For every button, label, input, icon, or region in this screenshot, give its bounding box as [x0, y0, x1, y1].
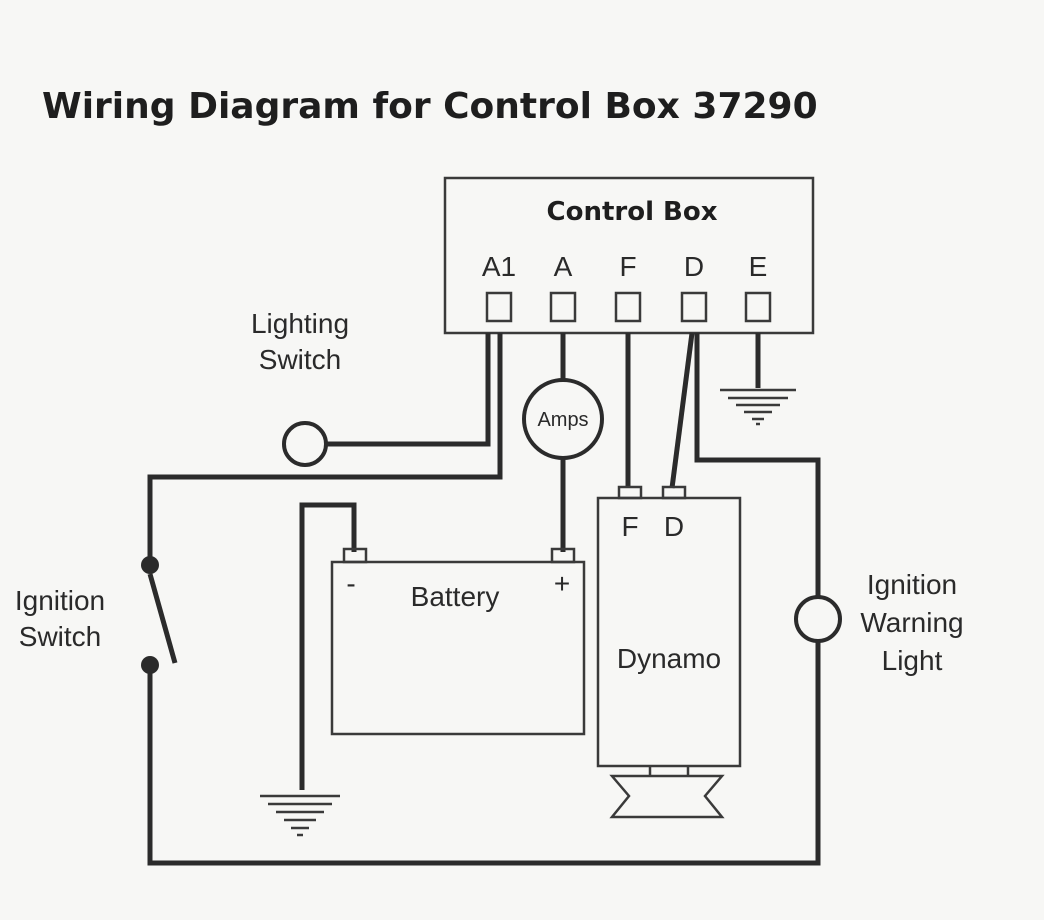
terminal-label-d: D — [684, 251, 704, 282]
wire-a1-ignition — [147, 333, 503, 562]
ignition-switch-icon — [141, 556, 178, 674]
wire-battery-ground — [299, 502, 357, 790]
wire-d-warning-light — [694, 333, 821, 596]
warning-light-label-line2: Warning — [860, 607, 963, 638]
dynamo-d-terminal — [661, 485, 687, 500]
terminal-d — [680, 291, 708, 323]
battery-negative-terminal — [342, 547, 368, 564]
battery-positive-label: + — [554, 568, 570, 599]
terminal-f — [614, 291, 642, 323]
terminal-label-a1: A1 — [482, 251, 516, 282]
battery-label: Battery — [411, 581, 500, 612]
terminal-a — [549, 291, 577, 323]
lighting-switch-icon — [282, 421, 328, 467]
lighting-switch-label-line1: Lighting — [251, 308, 349, 339]
ignition-switch-label-line1: Ignition — [15, 585, 105, 616]
diagram-title: Wiring Diagram for Control Box 37290 — [42, 86, 818, 127]
ammeter-label: Amps — [537, 409, 588, 431]
wiring — [147, 332, 821, 866]
battery-negative-label: - — [346, 568, 355, 599]
wire-a1-lighting — [326, 333, 491, 447]
terminal-label-f: F — [619, 251, 636, 282]
control-box-title: Control Box — [547, 197, 718, 227]
dynamo-label: Dynamo — [617, 643, 721, 674]
control-box: Control Box A1 A F D E — [443, 176, 815, 335]
battery-outline — [330, 560, 586, 736]
dynamo-f-label: F — [621, 511, 638, 542]
warning-light-label-line3: Light — [882, 645, 943, 676]
warning-light-label-line1: Ignition — [867, 569, 957, 600]
dynamo-d-label: D — [664, 511, 684, 542]
dynamo-f-terminal — [617, 485, 643, 500]
battery-positive-terminal — [550, 547, 576, 564]
ground-icon-control-box — [720, 388, 796, 426]
lighting-switch-label-line2: Switch — [259, 344, 341, 375]
wire-d-dynamo — [669, 332, 695, 489]
battery: - + Battery — [330, 547, 586, 736]
ignition-switch-label-line2: Switch — [19, 621, 101, 652]
dynamo: F D Dynamo — [596, 485, 742, 819]
dynamo-mount-icon — [609, 774, 725, 819]
wire-main-loop — [147, 642, 821, 866]
ground-icon-battery — [260, 794, 340, 837]
terminal-e — [744, 291, 772, 323]
ammeter-icon — [522, 378, 604, 460]
terminal-label-e: E — [749, 251, 768, 282]
terminal-a1 — [485, 291, 513, 323]
terminal-label-a: A — [554, 251, 573, 282]
ignition-warning-light-icon — [794, 595, 842, 643]
